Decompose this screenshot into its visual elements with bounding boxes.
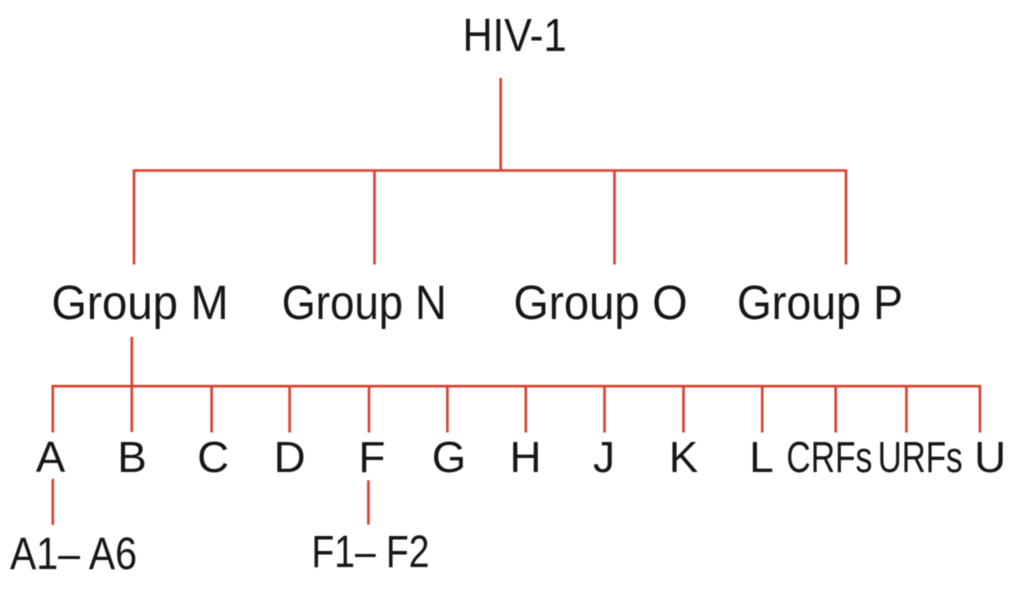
svg-text:G: G: [432, 433, 466, 482]
svg-text:K: K: [669, 433, 698, 482]
svg-text:A: A: [36, 433, 66, 482]
svg-text:F: F: [358, 433, 385, 482]
svg-text:H: H: [510, 433, 542, 482]
svg-text:HIV-1: HIV-1: [463, 9, 567, 61]
svg-text:L: L: [749, 433, 773, 482]
svg-text:B: B: [117, 433, 146, 482]
svg-text:D: D: [274, 433, 306, 482]
svg-text:C: C: [197, 433, 229, 482]
svg-text:A1– A6: A1– A6: [10, 528, 137, 579]
svg-text:Group P: Group P: [737, 277, 903, 330]
svg-text:U: U: [974, 433, 1006, 482]
svg-text:Group O: Group O: [514, 277, 688, 330]
svg-text:F1– F2: F1– F2: [312, 526, 430, 577]
svg-text:CRFs: CRFs: [786, 433, 872, 482]
svg-text:URFs: URFs: [878, 433, 963, 482]
svg-text:Group M: Group M: [52, 277, 229, 330]
svg-text:Group N: Group N: [282, 277, 447, 330]
svg-text:J: J: [593, 433, 615, 482]
